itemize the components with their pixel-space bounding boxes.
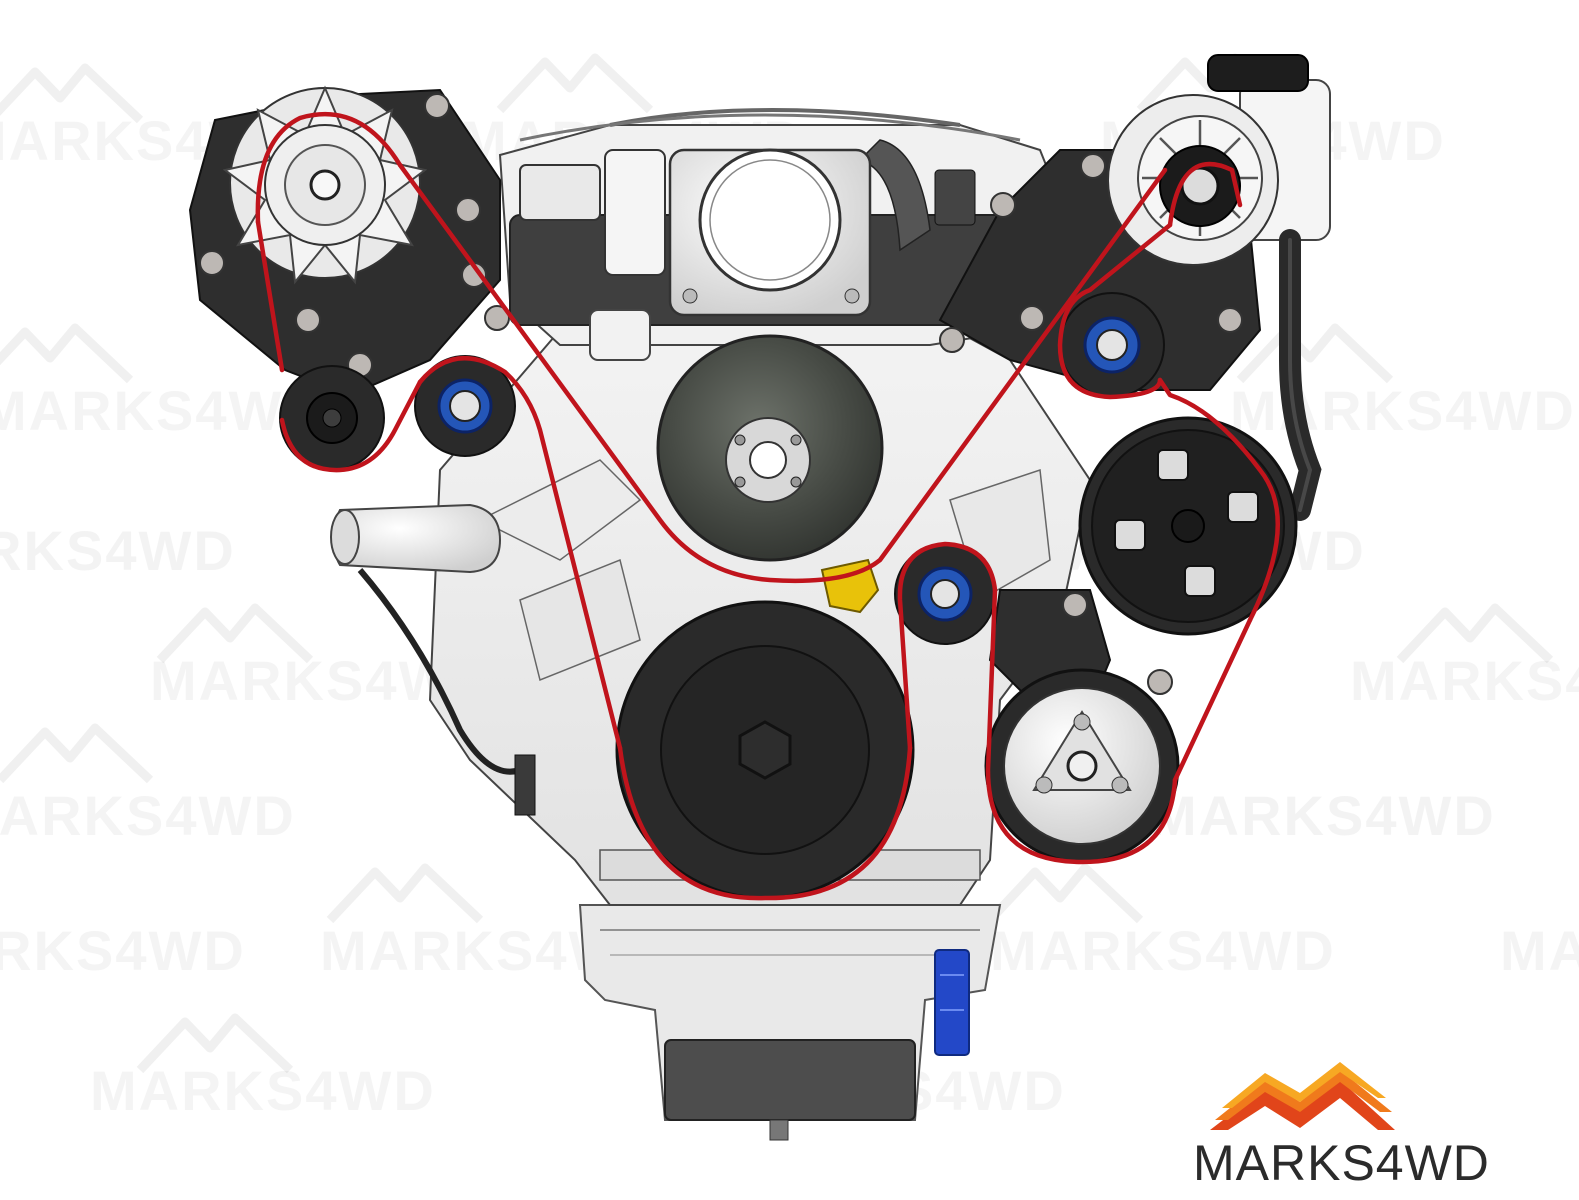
crank-sensor bbox=[820, 558, 880, 614]
power-steering-pump bbox=[1107, 94, 1279, 266]
crank-pulley bbox=[615, 600, 915, 900]
reservoir-cap bbox=[1207, 54, 1309, 92]
watermark-text: MARKS4WD bbox=[1150, 784, 1496, 847]
idler-pulley-right bbox=[1059, 292, 1165, 398]
oil-filter bbox=[934, 949, 970, 1056]
ac-compressor bbox=[984, 668, 1180, 864]
watermark-text: MARKS4WD bbox=[0, 919, 246, 982]
logo-mountain-top bbox=[1222, 1062, 1386, 1108]
watermark-text: MARKS4WD bbox=[0, 379, 326, 442]
watermark-text: MARKS4WD bbox=[0, 519, 236, 582]
engine-block bbox=[330, 108, 1092, 1141]
watermark-text: MARKS4WD bbox=[1500, 919, 1579, 982]
watermark-text: MARKS4WD bbox=[1350, 649, 1579, 712]
ps-drive-pulley bbox=[1078, 416, 1298, 636]
throttle-actuator bbox=[604, 149, 666, 276]
water-pump bbox=[656, 334, 884, 562]
throttle-bore bbox=[698, 148, 842, 292]
watermark-text: MARKS4WD bbox=[990, 919, 1336, 982]
logo-text: MARKS4WD bbox=[1193, 1135, 1490, 1191]
serpentine-belt bbox=[255, 111, 1281, 901]
logo-mountain-mid bbox=[1215, 1070, 1392, 1120]
crank-bolt bbox=[738, 720, 792, 780]
map-sensor bbox=[934, 169, 976, 226]
oil-pan-sump bbox=[664, 1039, 916, 1121]
watermark-text: MARKS4WD bbox=[90, 1059, 436, 1122]
tensioner-pulley bbox=[279, 365, 385, 471]
idler-pulley-lower bbox=[894, 543, 996, 645]
reservoir-hose bbox=[1279, 229, 1322, 521]
watermark-text: MARKS4WD bbox=[0, 784, 296, 847]
brand-logo: MARKS4WD bbox=[1178, 1062, 1579, 1200]
hose-left bbox=[357, 568, 521, 775]
logo-mountain-low bbox=[1210, 1080, 1395, 1130]
alternator-pulley-nut bbox=[309, 169, 341, 201]
